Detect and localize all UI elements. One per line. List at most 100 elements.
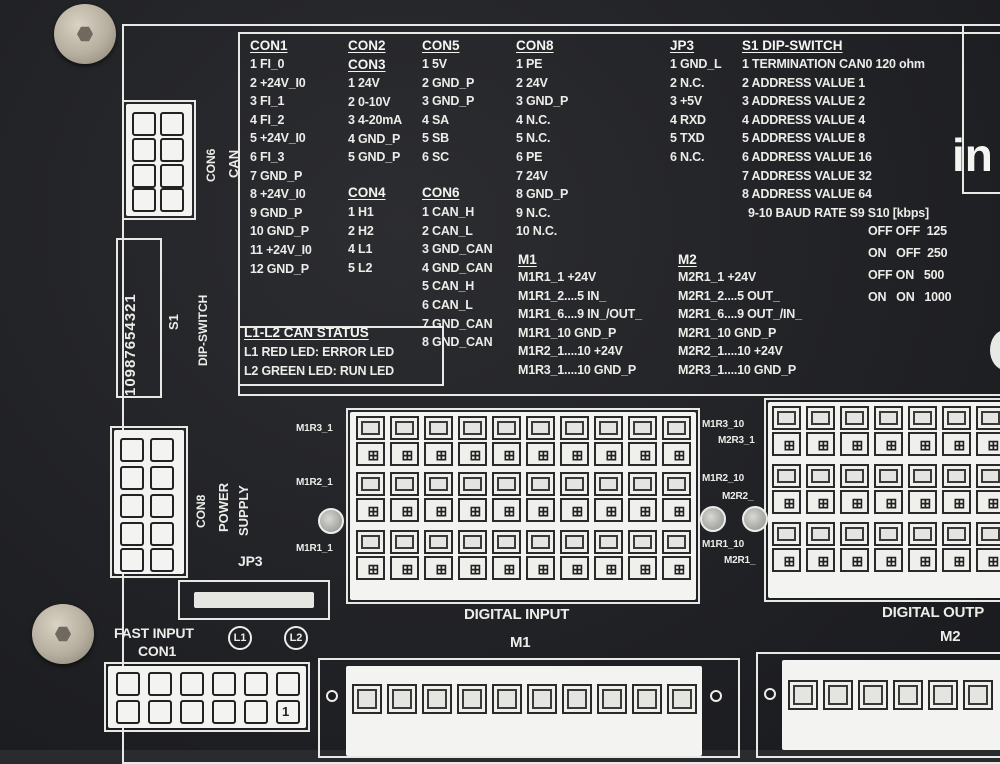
con8-connector (114, 430, 184, 574)
terminal-cell (662, 530, 691, 554)
terminal-cell: ⊞ (526, 498, 555, 522)
terminal-cell: ⊞ (976, 490, 1000, 514)
terminal-cell (662, 472, 691, 496)
con3-pin: 4 GND_P (348, 131, 401, 146)
terminal-cell (628, 472, 657, 496)
terminal-cell: ⊞ (806, 490, 835, 514)
terminal-cell: ⊞ (628, 442, 657, 466)
terminal-cell: ⊞ (526, 556, 555, 580)
con4-pin: 5 L2 (348, 260, 373, 275)
terminal-cell (560, 530, 589, 554)
pin-table-outline (238, 32, 1000, 396)
terminal-cell (527, 684, 557, 714)
con2-title: CON2 (348, 38, 386, 53)
terminal-cell (492, 684, 522, 714)
terminal-cell: ⊞ (560, 442, 589, 466)
row-label-m1r1-10: M1R1_10 (702, 539, 744, 550)
terminal-cell: ⊞ (772, 548, 801, 572)
screw-bottom-left (32, 604, 94, 664)
con4-pin: 2 H2 (348, 223, 374, 238)
terminal-cell: ⊞ (628, 556, 657, 580)
baud-rate-table: OFF OFF 125 ON OFF 250 OFF ON 500 ON ON … (868, 220, 952, 308)
baud-row: OFF OFF 125 (868, 224, 947, 238)
terminal-cell (667, 684, 697, 714)
terminal-cell: ⊞ (662, 442, 691, 466)
fast-input-connector-outline (104, 662, 310, 732)
cross-screw-icon: ⊞ (885, 495, 898, 511)
cross-screw-icon: ⊞ (851, 437, 864, 453)
con8-pin-list: 1 PE 2 24V 3 GND_P 4 N.C. 5 N.C. 6 PE 7 … (516, 55, 568, 241)
jp3-pin: 4 RXD (670, 112, 706, 127)
terminal-cell: ⊞ (458, 556, 487, 580)
terminal-cell: ⊞ (526, 442, 555, 466)
con8-pin: 8 GND_P (516, 187, 569, 202)
terminal-cell (424, 416, 453, 440)
terminal-screw-left (318, 508, 344, 534)
cross-screw-icon: ⊞ (605, 447, 618, 463)
cross-screw-icon: ⊞ (605, 561, 618, 577)
terminal-cell: ⊞ (560, 498, 589, 522)
terminal-cell: ⊞ (424, 498, 453, 522)
can-status-title: L1-L2 CAN STATUS (244, 325, 369, 340)
s1-pin: 9-10 BAUD RATE S9 S10 [kbps] (748, 205, 930, 220)
con3-pin: 2 0-10V (348, 94, 391, 109)
s1-pin: 4 ADDRESS VALUE 4 (742, 112, 866, 127)
fast-input-connector (108, 666, 306, 728)
cross-screw-icon: ⊞ (571, 503, 584, 519)
terminal-cell (356, 416, 385, 440)
terminal-cell (422, 684, 452, 714)
s1-pin: 8 ADDRESS VALUE 64 (742, 187, 872, 202)
terminal-cell (628, 530, 657, 554)
terminal-cell (942, 464, 971, 488)
supply-side-label: SUPPLY (236, 485, 251, 536)
digital-input-outline (346, 408, 700, 604)
cross-screw-icon: ⊞ (469, 447, 482, 463)
terminal-cell (594, 472, 623, 496)
terminal-cell (942, 406, 971, 430)
cross-screw-icon: ⊞ (401, 447, 414, 463)
cross-screw-icon: ⊞ (367, 561, 380, 577)
con1-pin: 11 +24V_I0 (250, 242, 312, 257)
cross-screw-icon: ⊞ (571, 447, 584, 463)
con4-pin-list: 1 H1 2 H2 4 L1 5 L2 (348, 203, 374, 277)
cross-screw-icon: ⊞ (673, 503, 686, 519)
con8-pin: 5 N.C. (516, 131, 551, 146)
s1-pin: 3 ADDRESS VALUE 2 (742, 94, 866, 109)
con1-pin: 7 GND_P (250, 168, 303, 183)
terminal-cell (840, 522, 869, 546)
brand-logo-partial: in (952, 129, 993, 181)
terminal-cell (772, 522, 801, 546)
terminal-screw-mid2 (742, 506, 768, 532)
terminal-cell: ⊞ (806, 432, 835, 456)
terminal-cell (424, 472, 453, 496)
terminal-cell (594, 416, 623, 440)
con6-side-label: CON6 (204, 148, 218, 182)
terminal-cell: ⊞ (594, 556, 623, 580)
status-line: L1 RED LED: ERROR LED (244, 345, 394, 359)
terminal-cell: ⊞ (356, 442, 385, 466)
m1-line: M1R3_1....10 GND_P (518, 362, 636, 377)
cross-screw-icon: ⊞ (953, 495, 966, 511)
power-side-label: POWER (216, 482, 231, 532)
cross-screw-icon: ⊞ (639, 503, 652, 519)
row-label-m1r3-10: M1R3_10 (702, 419, 744, 430)
terminal-cell (387, 684, 417, 714)
con6-pin: 4 GND_CAN (422, 260, 493, 275)
m1-line: M1R2_1....10 +24V (518, 344, 623, 359)
terminal-cell: ⊞ (594, 498, 623, 522)
dip-switch-body (116, 238, 162, 398)
con6-connector-outline (122, 100, 196, 220)
terminal-cell (562, 684, 592, 714)
con6-pin: 1 CAN_H (422, 205, 475, 219)
cross-screw-icon: ⊞ (919, 495, 932, 511)
row-label-m2r3-1: M2R3_1 (718, 435, 755, 446)
cross-screw-icon: ⊞ (953, 553, 966, 569)
digital-output-label: DIGITAL OUTP (882, 604, 985, 621)
cross-screw-icon: ⊞ (503, 503, 516, 519)
terminal-cell: ⊞ (942, 432, 971, 456)
terminal-cell (976, 406, 1000, 430)
cross-screw-icon: ⊞ (987, 437, 1000, 453)
terminal-cell: ⊞ (594, 442, 623, 466)
terminal-cell (597, 684, 627, 714)
